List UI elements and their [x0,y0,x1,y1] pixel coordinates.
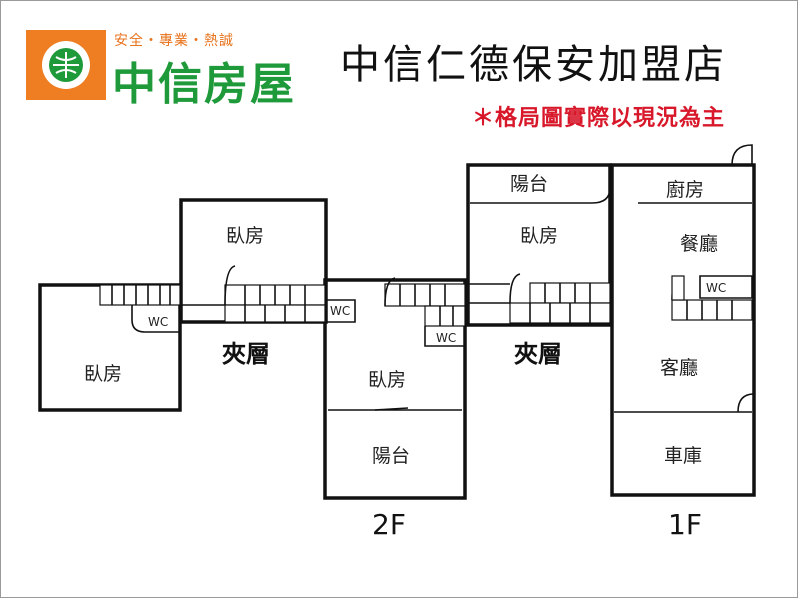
wc-2f-left-wall [131,305,180,333]
room-label: 餐廳 [680,233,718,255]
door-1f-top [731,144,753,166]
globe-logo-icon [42,41,90,89]
wc-2f-right-wall [424,326,465,347]
logo-name: 中信房屋 [112,59,296,110]
wall-2f-main-block [323,278,467,500]
room-label: 車庫 [664,445,702,467]
door-1f-garage [737,393,755,413]
wc-label: WC [706,281,726,295]
room-label: 陽台 [372,445,410,467]
logo-slogan: 安全・專業・熱誠 [114,33,234,49]
room-label: 臥房 [226,225,264,247]
disclaimer: ＊格局圖實際以現況為主 [472,106,726,131]
room-label: 臥房 [84,363,122,385]
room-label: 陽台 [510,173,548,195]
wc-label: WC [436,331,456,345]
room-label: 臥房 [368,369,406,391]
wc-label: WC [148,315,168,329]
wc-2f-mid-wall [325,299,356,323]
floor-label-2f: 2F [372,508,406,541]
floor-label-1f: 1F [668,508,702,541]
stairs-1f-left [509,273,611,324]
stairs-1f-right [671,275,753,321]
wc-1f-wall [699,275,753,299]
room-label: 臥房 [520,225,558,247]
room-label: 廚房 [666,178,704,201]
sliding-door [374,407,409,411]
wc-label: WC [330,304,350,318]
mezzanine-label: 夾層 [514,340,562,368]
mezzanine-label: 夾層 [222,340,270,368]
balcony-door-arc [591,187,611,204]
stairs-2f-left [99,265,326,323]
logo-badge [26,30,106,100]
room-label: 客廳 [660,357,698,379]
stairs-2f-right [384,277,466,327]
store-name: 中信仁德保安加盟店 [340,42,727,88]
wall-1f-main-block [610,163,756,497]
wall-1f-bedroom-block [466,163,612,327]
